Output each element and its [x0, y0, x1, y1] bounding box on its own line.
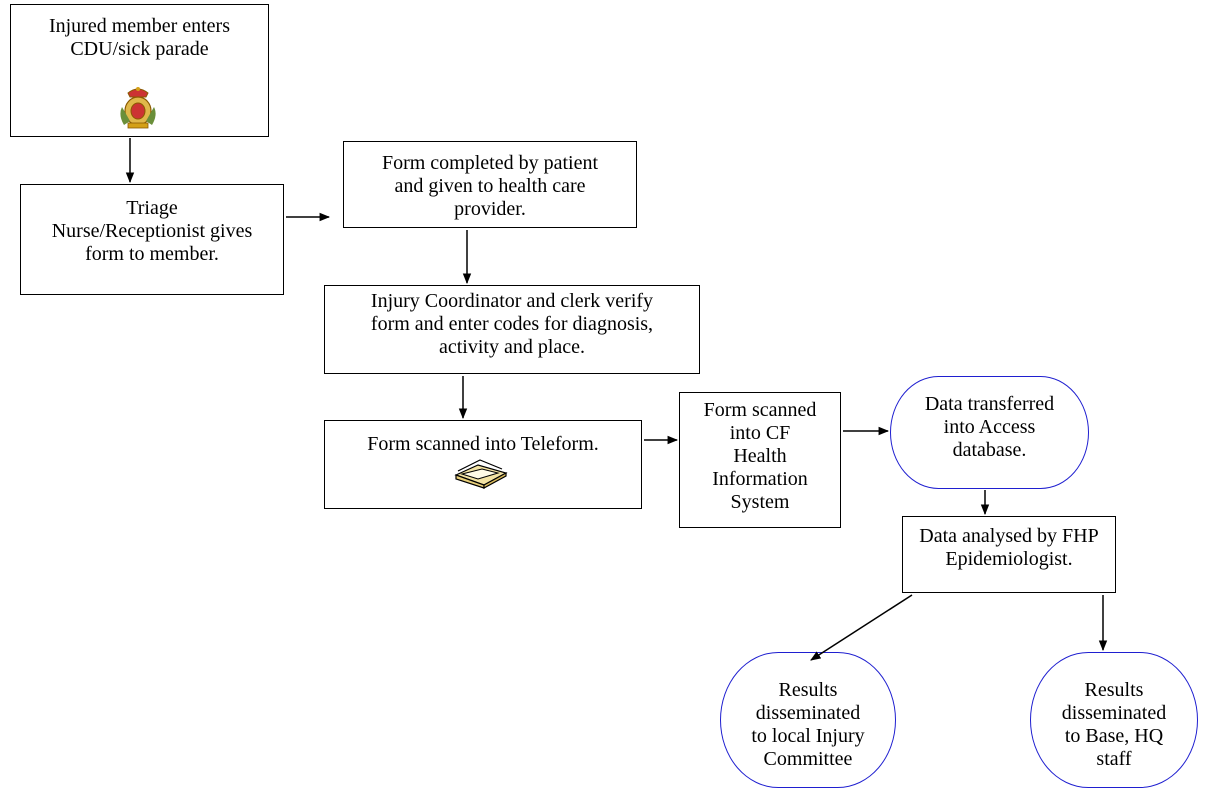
node-label: Form scanned into CF Health Information … [703, 399, 817, 513]
node-label: Form scanned into Teleform. [367, 433, 599, 455]
node-access-transfer: Data transferred into Access database. [890, 376, 1089, 489]
node-label: Data transferred into Access database. [924, 393, 1055, 461]
node-cf-his-scan: Form scanned into CF Health Information … [679, 392, 841, 528]
node-form-completed: Form completed by patient and given to h… [343, 141, 637, 228]
node-teleform-scan: Form scanned into Teleform. [324, 420, 642, 509]
node-label: Results disseminated to local Injury Com… [751, 679, 865, 770]
military-crest-icon [120, 87, 156, 129]
node-fhp-analysis: Data analysed by FHP Epidemiologist. [902, 516, 1116, 593]
node-results-base-hq: Results disseminated to Base, HQ staff [1030, 652, 1198, 788]
node-triage: Triage Nurse/Receptionist gives form to … [20, 184, 284, 295]
flatbed-scanner-icon [454, 459, 508, 489]
node-label: Results disseminated to Base, HQ staff [1061, 679, 1167, 770]
arrow-analysis-to-local [810, 594, 913, 661]
node-label: Form completed by patient and given to h… [381, 152, 599, 220]
node-label: Injury Coordinator and clerk verify form… [370, 290, 654, 358]
node-label: Triage Nurse/Receptionist gives form to … [51, 197, 253, 265]
node-results-local: Results disseminated to local Injury Com… [720, 652, 896, 788]
node-label: Injured member enters CDU/sick parade [48, 15, 231, 60]
node-injured-member-enters: Injured member enters CDU/sick parade [10, 4, 269, 137]
node-label: Data analysed by FHP Epidemiologist. [919, 525, 1099, 570]
node-coordinator-verify: Injury Coordinator and clerk verify form… [324, 285, 700, 374]
